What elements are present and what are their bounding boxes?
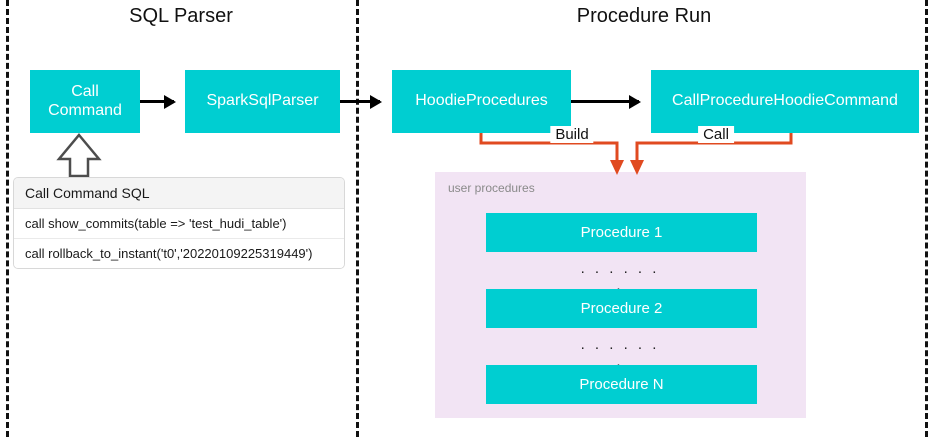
section-divider-right	[925, 0, 928, 437]
call-command-sql-table: Call Command SQL call show_commits(table…	[13, 177, 345, 269]
sql-table-row: call show_commits(table => 'test_hudi_ta…	[14, 209, 344, 239]
up-arrow-icon	[55, 133, 103, 178]
node-call-procedure-hoodie-command[interactable]: CallProcedureHoodieCommand	[651, 70, 919, 133]
procedure-item-label: Procedure N	[579, 376, 664, 393]
connector-label-call: Call	[698, 126, 734, 143]
procedure-item[interactable]: Procedure 1	[486, 213, 757, 252]
node-call-command[interactable]: Call Command	[30, 70, 140, 133]
node-call-command-label-line1: Call	[71, 83, 99, 101]
procedure-item[interactable]: Procedure N	[486, 365, 757, 404]
node-call-procedure-hoodie-command-label: CallProcedureHoodieCommand	[672, 92, 898, 110]
node-spark-sql-parser-label: SparkSqlParser	[206, 92, 319, 110]
node-hoodie-procedures-label: HoodieProcedures	[415, 92, 548, 110]
connector-label-build: Build	[550, 126, 594, 143]
flow-arrow-hoodie-procedures-to-call-procedure-hoodie-command	[571, 94, 641, 109]
user-procedures-caption: user procedures	[448, 181, 535, 195]
sql-table-row: call rollback_to_instant('t0','202201092…	[14, 239, 344, 268]
ellipsis-separator: . . . . . . .	[580, 260, 660, 294]
user-procedures-panel: user procedures Procedure 1 . . . . . . …	[435, 172, 806, 418]
node-hoodie-procedures[interactable]: HoodieProcedures	[392, 70, 571, 133]
connector-build-path	[479, 133, 619, 163]
flow-arrow-spark-sql-parser-to-hoodie-procedures	[340, 94, 382, 109]
section-title-procedure-run: Procedure Run	[576, 5, 712, 27]
ellipsis-separator: . . . . . . .	[580, 336, 660, 370]
node-spark-sql-parser[interactable]: SparkSqlParser	[185, 70, 340, 133]
procedure-item[interactable]: Procedure 2	[486, 289, 757, 328]
node-call-command-label-line2: Command	[48, 101, 122, 119]
sql-table-header: Call Command SQL	[14, 178, 344, 209]
flow-arrow-call-command-to-spark-sql-parser	[140, 94, 176, 109]
section-title-sql-parser: SQL Parser	[129, 5, 233, 27]
section-divider-middle	[356, 0, 359, 437]
section-divider-left	[6, 0, 9, 437]
procedure-item-label: Procedure 1	[580, 224, 663, 241]
procedure-item-label: Procedure 2	[580, 300, 663, 317]
